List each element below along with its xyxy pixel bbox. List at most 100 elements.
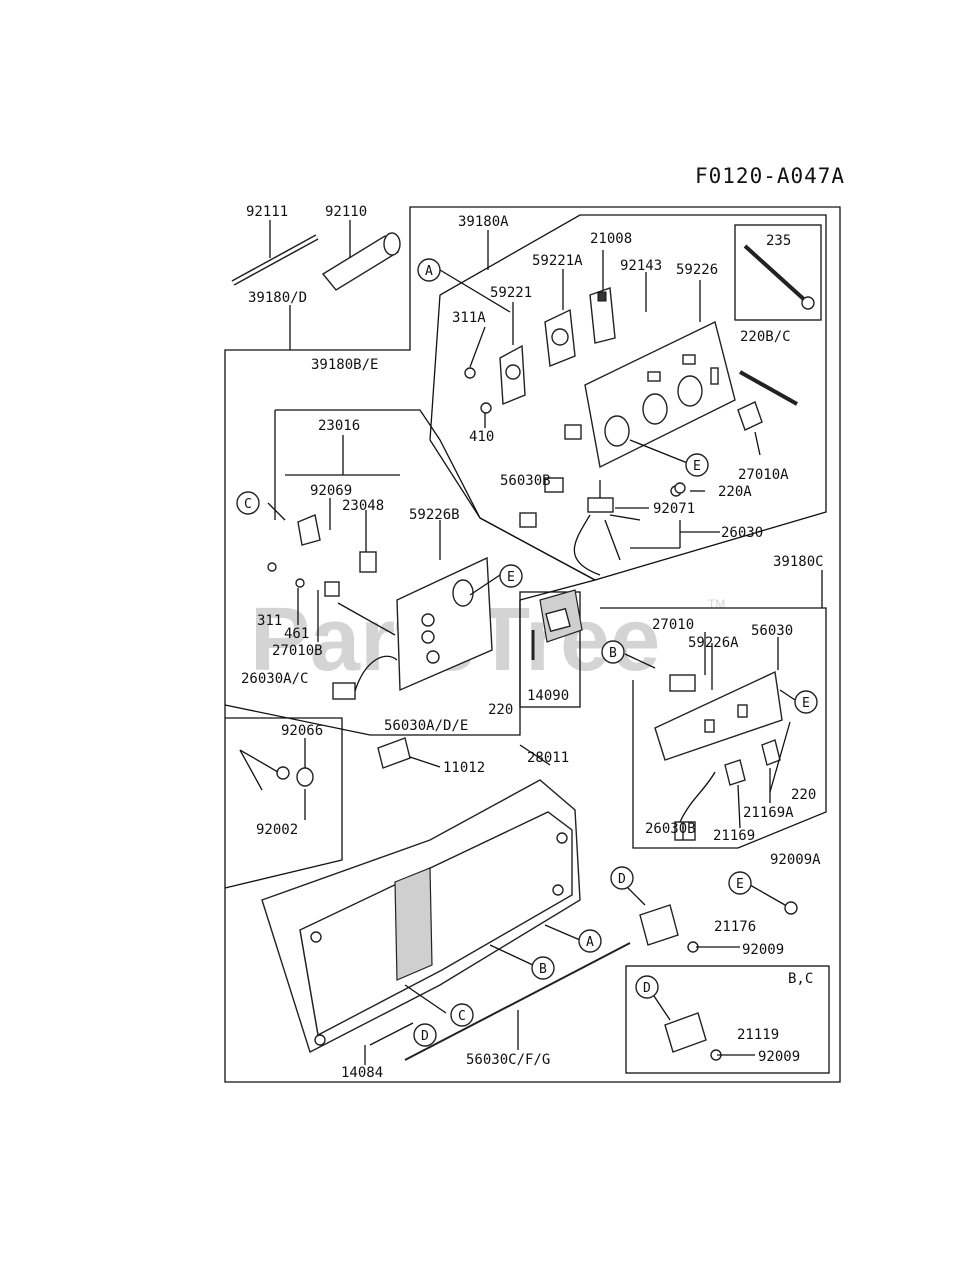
- svg-text:E: E: [736, 877, 744, 892]
- callout-e-3: E: [794, 690, 818, 714]
- label-56030c-f-g: 56030C/F/G: [466, 1052, 550, 1068]
- label-56030b: 56030B: [500, 473, 551, 489]
- outer-frame: [224, 206, 841, 1083]
- svg-text:C: C: [244, 497, 252, 512]
- label-59221a: 59221A: [532, 253, 583, 269]
- svg-text:D: D: [618, 872, 626, 887]
- kit-c-boundary: [600, 607, 827, 849]
- label-26030b: 26030B: [645, 821, 696, 837]
- label-14084: 14084: [341, 1065, 383, 1081]
- label-92071: 92071: [653, 501, 695, 517]
- label-11012: 11012: [443, 760, 485, 776]
- svg-text:D: D: [643, 981, 651, 996]
- harness-26030: [573, 480, 641, 576]
- label-26030: 26030: [721, 525, 763, 541]
- cap-92066: [296, 767, 314, 787]
- label-59221: 59221: [490, 285, 532, 301]
- label-461: 461: [284, 626, 309, 642]
- label-39180a: 39180A: [458, 214, 509, 230]
- breaker-21008: [589, 287, 616, 344]
- label-92009a: 92009A: [770, 852, 821, 868]
- label-39180b-e: 39180B/E: [311, 357, 378, 373]
- regulator-21176: [639, 904, 679, 946]
- label-27010: 27010: [652, 617, 694, 633]
- svg-text:C: C: [458, 1009, 466, 1024]
- label-21008: 21008: [590, 231, 632, 247]
- fuse-box: [519, 591, 581, 708]
- callout-b-2: B: [531, 956, 555, 980]
- figure-code: F0120-A047A: [695, 164, 845, 188]
- callout-a-1: A: [417, 258, 441, 282]
- callout-e-2: E: [499, 564, 523, 588]
- svg-text:A: A: [586, 935, 594, 950]
- label-39180-d: 39180/D: [248, 290, 307, 306]
- callout-e-4: E: [728, 871, 752, 895]
- label-410: 410: [469, 429, 494, 445]
- kit-be-boundary: [224, 409, 597, 736]
- callout-c-1: C: [236, 491, 260, 515]
- callout-a-2: A: [578, 929, 602, 953]
- bc-box: [625, 965, 830, 1074]
- svg-text:E: E: [802, 696, 810, 711]
- label-26030a-c: 26030A/C: [241, 671, 308, 687]
- label-220b-c: 220B/C: [740, 329, 791, 345]
- callout-b-1: B: [601, 640, 625, 664]
- label-27010b: 27010B: [272, 643, 323, 659]
- label-92009-a: 92009: [742, 942, 784, 958]
- label-27010a: 27010A: [738, 467, 789, 483]
- svg-text:A: A: [425, 264, 433, 279]
- front-panel-c: [654, 670, 783, 761]
- watermark-tm: TM: [708, 597, 725, 611]
- label-220-b: 220: [791, 787, 816, 803]
- bolt-box: [734, 224, 822, 321]
- connector-56030b: [544, 477, 564, 493]
- label-28011: 28011: [527, 750, 569, 766]
- screw-92002: [276, 766, 290, 780]
- label-235: 235: [766, 233, 791, 249]
- callout-d-3: D: [635, 975, 659, 999]
- label-59226: 59226: [676, 262, 718, 278]
- label-39180c: 39180C: [773, 554, 824, 570]
- svg-text:B: B: [539, 962, 547, 977]
- callout-c-2: C: [450, 1003, 474, 1027]
- clamp-11012: [377, 737, 411, 769]
- label-92002: 92002: [256, 822, 298, 838]
- leader-lines: [239, 220, 823, 1065]
- cable-56030cfg: [404, 942, 631, 1061]
- callout-d-1: D: [610, 866, 634, 890]
- jack-21169a: [761, 739, 781, 766]
- label-311a: 311A: [452, 310, 486, 326]
- switch-27010a: [737, 401, 763, 431]
- callout-e-1: E: [685, 453, 709, 477]
- label-14090: 14090: [527, 688, 569, 704]
- label-23048: 23048: [342, 498, 384, 514]
- label-220-a: 220: [488, 702, 513, 718]
- label-92111: 92111: [246, 204, 288, 220]
- svg-text:D: D: [421, 1029, 429, 1044]
- cooling-louvre: [394, 867, 433, 981]
- label-21169a: 21169A: [743, 805, 794, 821]
- callout-d-2: D: [413, 1023, 437, 1047]
- svg-text:E: E: [507, 570, 515, 585]
- svg-text:E: E: [693, 459, 701, 474]
- bolt-235: [743, 244, 810, 305]
- label-92066: 92066: [281, 723, 323, 739]
- label-21169: 21169: [713, 828, 755, 844]
- label-56030: 56030: [751, 623, 793, 639]
- socket-23016: [297, 514, 321, 546]
- svg-text:B: B: [609, 646, 617, 661]
- label-311: 311: [257, 613, 282, 629]
- label-21119: 21119: [737, 1027, 779, 1043]
- label-92069: 92069: [310, 483, 352, 499]
- jack-21169: [724, 759, 746, 786]
- kit-cfg-boundary: [224, 717, 343, 889]
- label-21176: 21176: [714, 919, 756, 935]
- part-labels: 92111 92110 39180/D 39180A 21008 59221A …: [241, 204, 824, 1081]
- label-220a: 220A: [718, 484, 752, 500]
- label-56030a-d-e: 56030A/D/E: [384, 718, 468, 734]
- front-panel-a: [584, 320, 736, 469]
- label-23016: 23016: [318, 418, 360, 434]
- label-92110: 92110: [325, 204, 367, 220]
- label-92143: 92143: [620, 258, 662, 274]
